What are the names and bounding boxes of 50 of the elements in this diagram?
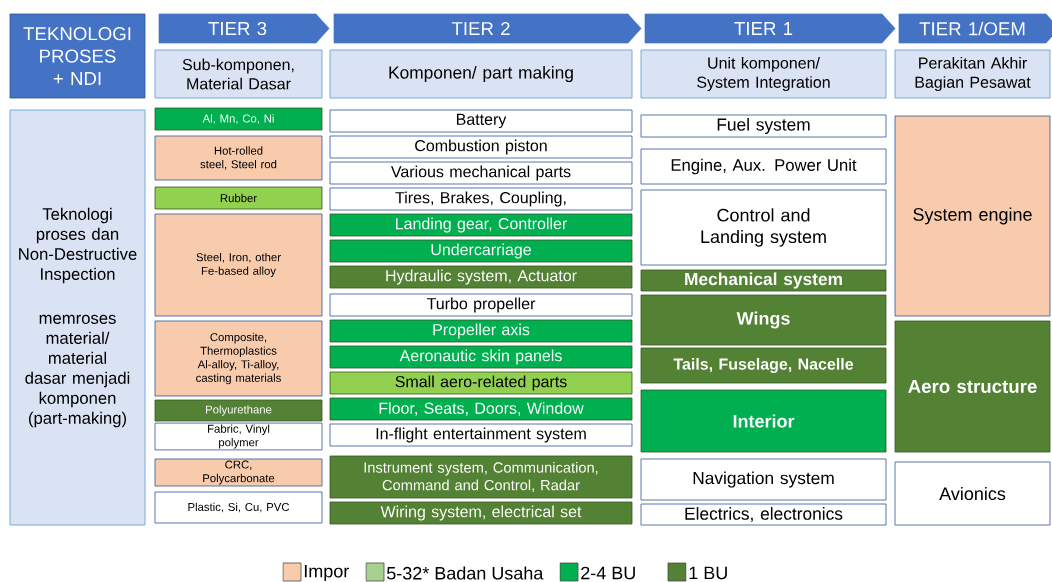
category-box: Aero structure	[894, 320, 1051, 453]
description-box: Teknologi proses dan Non-Destructive Inspection memroses material/ material dasar menjadi komponen (part-making)	[9, 109, 146, 526]
category-box: Small aero-related parts	[329, 371, 633, 395]
category-box: Various mechanical parts	[329, 161, 633, 185]
category-box: Mechanical system	[640, 269, 887, 292]
category-box: Landing gear, Controller	[329, 213, 633, 237]
legend-label: 2-4 BU	[581, 566, 635, 580]
category-box: Engine, Aux. Power Unit	[640, 148, 887, 185]
category-box: Plastic, Si, Cu, PVC	[154, 491, 323, 524]
subheader-box: Unit komponen/ System Integration	[640, 49, 887, 99]
category-box: Floor, Seats, Doors, Window	[329, 397, 633, 421]
category-box: Wiring system, electrical set	[329, 501, 633, 525]
category-box: In-flight entertainment system	[329, 423, 633, 447]
category-box: Steel, Iron, other Fe-based alloy	[154, 213, 323, 317]
category-box: Electrics, electronics	[640, 503, 887, 526]
category-box: Hydraulic system, Actuator	[329, 265, 633, 289]
subheader-box: Perakitan Akhir Bagian Pesawat	[894, 49, 1051, 99]
category-box: Combustion piston	[329, 135, 633, 159]
category-box: Undercarriage	[329, 239, 633, 263]
category-box: Instrument system, Communication, Command and Control, Radar	[329, 455, 633, 499]
legend-label: Impor	[304, 564, 349, 582]
tier-header: TIER 2	[333, 13, 642, 44]
category-box: Tires, Brakes, Coupling,	[329, 187, 633, 211]
category-box: Composite, Thermoplastics Al-alloy, Ti-alloy, casting materials	[154, 320, 323, 397]
category-box: Interior	[640, 389, 887, 453]
category-box: Aeronautic skin panels	[329, 345, 633, 369]
category-box: Wings	[640, 294, 887, 346]
category-box: Al, Mn, Co, Ni	[154, 107, 323, 131]
legend-label: 5-32* Badan Usaha	[387, 566, 544, 580]
category-box: Control and Landing system	[640, 189, 887, 266]
legend-label: 1 BU	[689, 566, 727, 580]
category-box: Avionics	[894, 461, 1051, 526]
tier-header: TIER 1	[644, 13, 896, 44]
category-box: CRC, Polycarbonate	[154, 458, 323, 487]
category-box: Propeller axis	[329, 319, 633, 343]
tier-header: TIER 1/OEM	[898, 13, 1052, 44]
subheader-box: Komponen/ part making	[329, 49, 633, 99]
category-box: Hot-rolled steel, Steel rod	[154, 135, 323, 181]
tier-header: TIER 3	[158, 13, 330, 44]
category-box: Battery	[329, 109, 633, 133]
category-box: Turbo propeller	[329, 293, 633, 317]
category-box: Rubber	[154, 186, 323, 210]
column-header: TEKNOLOGI PROSES + NDI	[9, 13, 146, 99]
subheader-box: Sub-komponen, Material Dasar	[154, 49, 323, 99]
category-box: Fabric, Vinyl polymer	[154, 422, 323, 451]
category-box: Navigation system	[640, 458, 887, 501]
category-box: Tails, Fuselage, Nacelle	[640, 347, 887, 384]
category-box: Polyurethane	[154, 399, 323, 422]
category-box: System engine	[894, 115, 1051, 317]
category-box: Fuel system	[640, 114, 887, 138]
